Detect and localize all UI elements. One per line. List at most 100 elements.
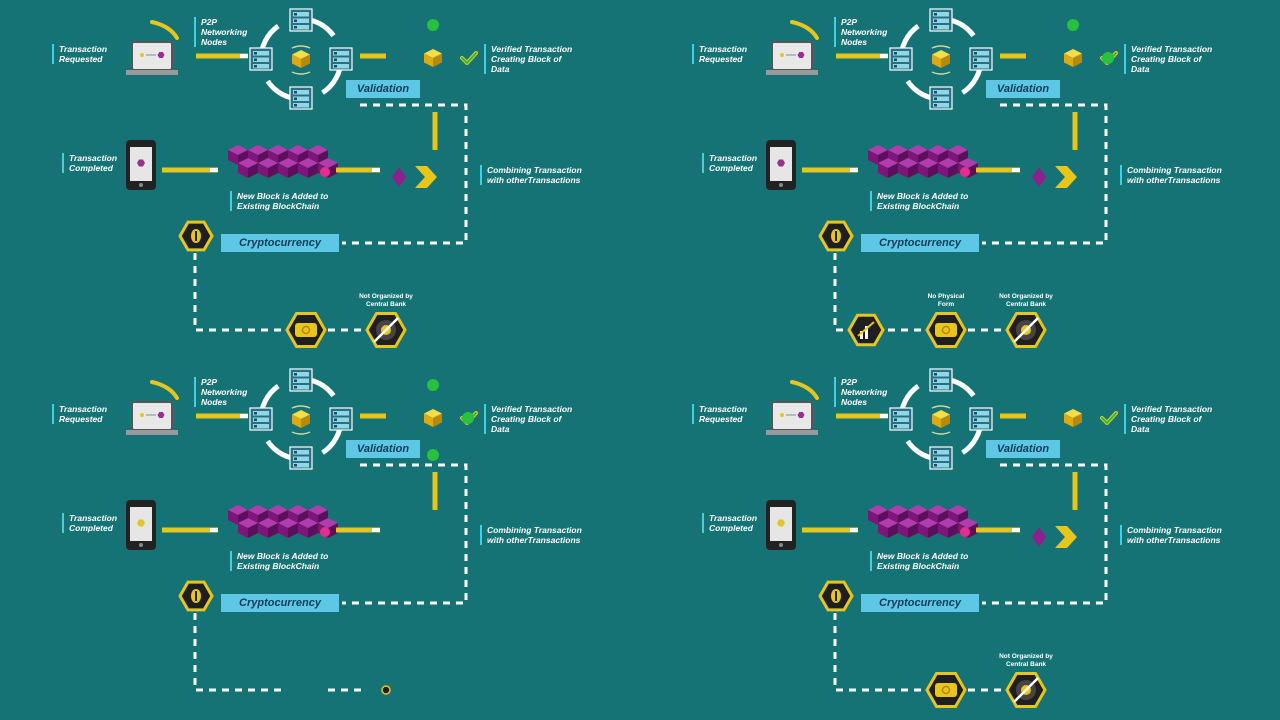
label-transaction-completed: Transaction Completed	[702, 513, 757, 533]
label-transaction-requested: Transaction Requested	[692, 44, 747, 64]
label-p2p-nodes: P2P Networking Nodes	[834, 17, 887, 47]
dashed-flow-path	[193, 613, 285, 692]
phone-icon	[766, 500, 796, 550]
label-combining: Combining Transaction with otherTransact…	[1120, 165, 1222, 185]
validation-tag: Validation	[986, 440, 1060, 458]
label-no-physical: No Physical Form	[927, 293, 965, 308]
label-transaction-requested: Transaction Requested	[52, 404, 107, 424]
small-coin-icon	[381, 685, 391, 695]
server-node-icon	[249, 47, 273, 71]
p2p-network-ring	[249, 368, 353, 470]
label-transaction-completed: Transaction Completed	[62, 153, 117, 173]
label-verified-transaction: Verified Transaction Creating Block of D…	[484, 404, 572, 434]
cryptocurrency-tag: Cryptocurrency	[221, 594, 339, 612]
diagram-art	[126, 368, 478, 695]
center-cube-icon	[932, 50, 950, 68]
server-node-icon	[889, 47, 913, 71]
chevron-right-icon	[1055, 166, 1077, 188]
green-dot-icon	[427, 449, 439, 461]
verified-cube-icon	[1064, 49, 1082, 67]
center-cube-icon	[292, 50, 310, 68]
label-combining: Combining Transaction with otherTransact…	[480, 165, 582, 185]
green-dot-icon	[427, 19, 439, 31]
green-dot-icon	[1102, 52, 1114, 64]
diagram-layer	[126, 368, 478, 695]
label-new-block: New Block is Added to Existing BlockChai…	[230, 191, 328, 211]
gold-bar-icon	[925, 672, 967, 708]
laptop-icon	[126, 401, 178, 435]
label-p2p-nodes: P2P Networking Nodes	[194, 377, 247, 407]
label-not-organized: Not Organized by Central Bank	[999, 293, 1053, 308]
phone-icon	[766, 140, 796, 190]
green-dot-icon	[462, 412, 474, 424]
server-node-icon	[969, 407, 993, 431]
purple-diamond-icon	[1032, 527, 1046, 547]
dashed-flow-path	[982, 463, 1108, 605]
coin-hexagon-icon	[818, 220, 854, 252]
verified-cube-icon	[424, 49, 442, 67]
p2p-network-ring	[889, 368, 993, 470]
cryptocurrency-tag: Cryptocurrency	[861, 594, 979, 612]
panel-top-left: Transaction Requested P2P Networking Nod…	[0, 0, 640, 360]
label-verified-transaction: Verified Transaction Creating Block of D…	[1124, 44, 1212, 74]
server-node-icon	[289, 8, 313, 32]
bank-building-icon	[1005, 312, 1047, 348]
label-not-organized: Not Organized by Central Bank	[999, 653, 1053, 668]
signal-arc	[150, 380, 179, 400]
panel-bottom-right: Transaction Requested P2P Networking Nod…	[640, 360, 1280, 720]
server-node-icon	[289, 368, 313, 392]
chevron-right-icon	[415, 166, 437, 188]
purple-diamond-icon	[392, 167, 406, 187]
p2p-network-ring	[889, 8, 993, 110]
label-transaction-completed: Transaction Completed	[62, 513, 117, 533]
verified-cube-icon	[424, 409, 442, 427]
verified-cube-icon	[1064, 409, 1082, 427]
diagram-layer	[126, 8, 478, 348]
dashed-flow-path	[193, 253, 285, 332]
validation-tag: Validation	[346, 440, 420, 458]
label-verified-transaction: Verified Transaction Creating Block of D…	[1124, 404, 1212, 434]
diagram-art	[766, 8, 1118, 348]
label-transaction-completed: Transaction Completed	[702, 153, 757, 173]
server-node-icon	[289, 86, 313, 110]
signal-arc	[790, 380, 819, 400]
bank-building-icon	[365, 312, 407, 348]
label-not-organized: Not Organized by Central Bank	[359, 293, 413, 308]
server-node-icon	[329, 47, 353, 71]
label-transaction-requested: Transaction Requested	[52, 44, 107, 64]
label-p2p-nodes: P2P Networking Nodes	[194, 17, 247, 47]
blockchain-blocks	[868, 145, 978, 178]
bar-chart-icon	[847, 313, 885, 347]
bank-building-icon	[1005, 672, 1047, 708]
label-combining: Combining Transaction with otherTransact…	[1120, 525, 1222, 545]
diagram-art	[126, 8, 478, 348]
validation-tag: Validation	[346, 80, 420, 98]
coin-hexagon-icon	[818, 580, 854, 612]
server-node-icon	[929, 8, 953, 32]
blockchain-blocks	[868, 505, 978, 538]
dashed-flow-path	[833, 613, 925, 692]
label-new-block: New Block is Added to Existing BlockChai…	[870, 191, 968, 211]
diagram-layer	[766, 368, 1118, 708]
server-node-icon	[969, 47, 993, 71]
dashed-flow-path	[342, 463, 468, 605]
diagram-art	[766, 368, 1118, 708]
label-combining: Combining Transaction with otherTransact…	[480, 525, 582, 545]
coin-hexagon-icon	[178, 580, 214, 612]
cryptocurrency-tag: Cryptocurrency	[861, 234, 979, 252]
dashed-flow-path	[982, 103, 1108, 245]
validation-tag: Validation	[986, 80, 1060, 98]
coin-hexagon-icon	[178, 220, 214, 252]
center-cube-icon	[932, 410, 950, 428]
label-p2p-nodes: P2P Networking Nodes	[834, 377, 887, 407]
server-node-icon	[929, 368, 953, 392]
gold-bar-icon	[925, 312, 967, 348]
label-new-block: New Block is Added to Existing BlockChai…	[230, 551, 328, 571]
label-verified-transaction: Verified Transaction Creating Block of D…	[484, 44, 572, 74]
signal-arc	[150, 20, 179, 40]
server-node-icon	[249, 407, 273, 431]
signal-arc	[790, 20, 819, 40]
server-node-icon	[929, 86, 953, 110]
laptop-icon	[126, 41, 178, 75]
